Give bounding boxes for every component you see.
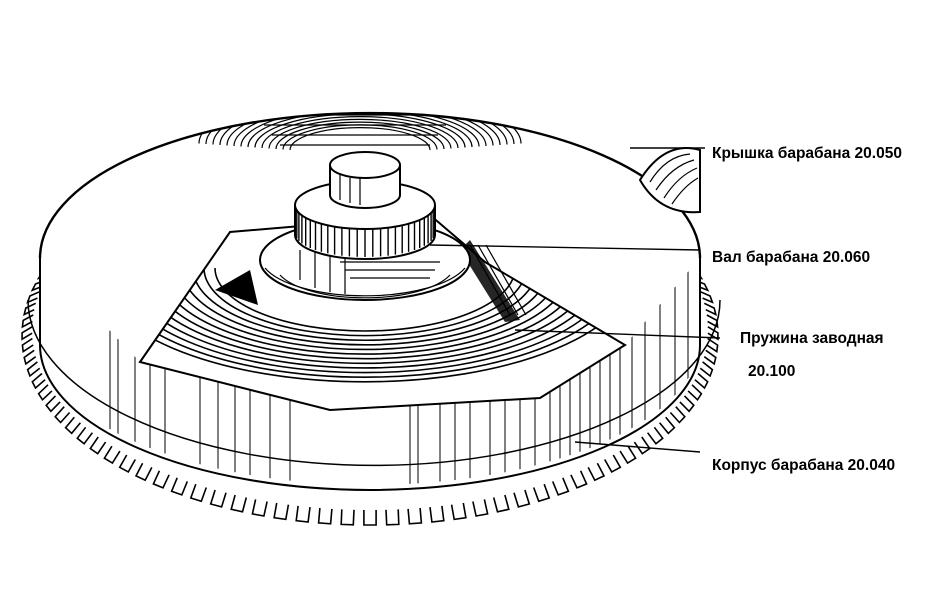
leader-lines <box>429 147 721 453</box>
gear-tooth <box>21 326 33 341</box>
gear-tooth <box>699 361 714 378</box>
label-spring-line1: Пружина заводная <box>740 330 884 347</box>
gear-tooth <box>658 416 676 435</box>
gear-tooth <box>209 489 227 508</box>
gear-tooth <box>385 509 400 526</box>
gear-tooth <box>103 445 121 465</box>
gear-tooth <box>26 290 41 304</box>
gear-tooth <box>492 494 510 513</box>
gear-tooth <box>37 384 53 402</box>
gear-tooth <box>646 426 664 445</box>
gear-tooth <box>170 477 189 496</box>
gear-tooth <box>669 406 686 424</box>
gear-tooth <box>472 499 489 517</box>
gear-tooth <box>604 454 622 473</box>
gear-tooth <box>513 489 531 508</box>
gear-tooth <box>450 502 467 521</box>
gear-tooth <box>54 406 71 424</box>
gear-tooth <box>587 462 606 482</box>
gear-tooth <box>699 290 714 304</box>
label-arbor: Вал барабана 20.060 <box>712 249 870 266</box>
gear-tooth <box>363 510 377 526</box>
gear-tooth <box>694 372 709 390</box>
gear-tooth <box>295 505 311 523</box>
gear-tooth <box>551 477 570 496</box>
label-barrel: Корпус барабана 20.040 <box>712 457 895 474</box>
gear-tooth <box>687 384 703 402</box>
gear-tooth <box>189 483 208 503</box>
gear-tooth <box>532 483 551 503</box>
gear-tooth <box>619 445 637 465</box>
gear-tooth <box>273 502 290 521</box>
gear-tooth <box>45 395 61 413</box>
gear-tooth <box>679 395 695 413</box>
gear-tooth <box>64 416 82 435</box>
gear-tooth <box>570 470 588 489</box>
gear-tooth <box>429 505 445 523</box>
gear-tooth <box>134 462 153 482</box>
barrel-arbor <box>259 151 471 301</box>
gear-tooth <box>706 337 719 353</box>
gear-tooth <box>407 507 423 525</box>
gear-tooth <box>118 454 136 473</box>
label-spring-line2: 20.100 <box>748 363 795 380</box>
gear-tooth <box>230 494 248 513</box>
gear-tooth <box>26 361 41 378</box>
gear-tooth <box>633 436 651 455</box>
gear-tooth <box>23 349 37 366</box>
gear-tooth <box>89 436 107 455</box>
leader-arbor <box>429 244 701 251</box>
label-cover: Крышка барабана 20.050 <box>712 145 902 162</box>
gear-tooth <box>340 509 355 526</box>
gear-tooth <box>703 349 717 366</box>
gear-tooth <box>317 507 333 525</box>
gear-tooth <box>152 470 170 489</box>
gear-tooth <box>76 426 94 445</box>
gear-tooth <box>703 302 717 316</box>
gear-tooth <box>251 499 268 517</box>
gear-tooth <box>21 337 34 353</box>
gear-tooth <box>31 372 46 390</box>
leader-barrel <box>574 441 701 453</box>
gear-tooth <box>23 302 37 316</box>
leader-spring <box>514 329 721 339</box>
